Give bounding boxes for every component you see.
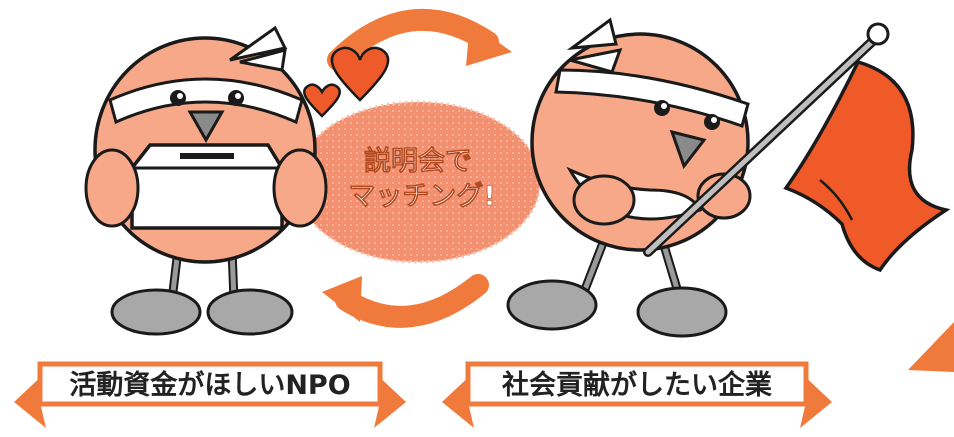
matching-bubble: 説明会で マッチング! bbox=[294, 100, 542, 264]
decorative-corner bbox=[908, 322, 954, 372]
heart-icon bbox=[330, 46, 390, 102]
company-caption: 社会貢献がしたい企業 bbox=[502, 369, 772, 401]
arrow-right-top-icon bbox=[327, 8, 512, 71]
npo-caption-ribbon: 活動資金がほしいNPO bbox=[14, 361, 406, 428]
bubble-line-2: マッチング! bbox=[348, 180, 495, 212]
bubble-line-1: 説明会で bbox=[364, 145, 472, 177]
arrow-left-bottom-icon bbox=[322, 274, 489, 328]
heart-icon bbox=[303, 83, 341, 118]
npo-bird-character bbox=[84, 25, 328, 336]
npo-caption: 活動資金がほしいNPO bbox=[69, 369, 350, 401]
company-caption-ribbon: 社会貢献がしたい企業 bbox=[442, 361, 832, 428]
flag-icon bbox=[643, 22, 951, 273]
company-bird-character bbox=[506, 17, 752, 338]
